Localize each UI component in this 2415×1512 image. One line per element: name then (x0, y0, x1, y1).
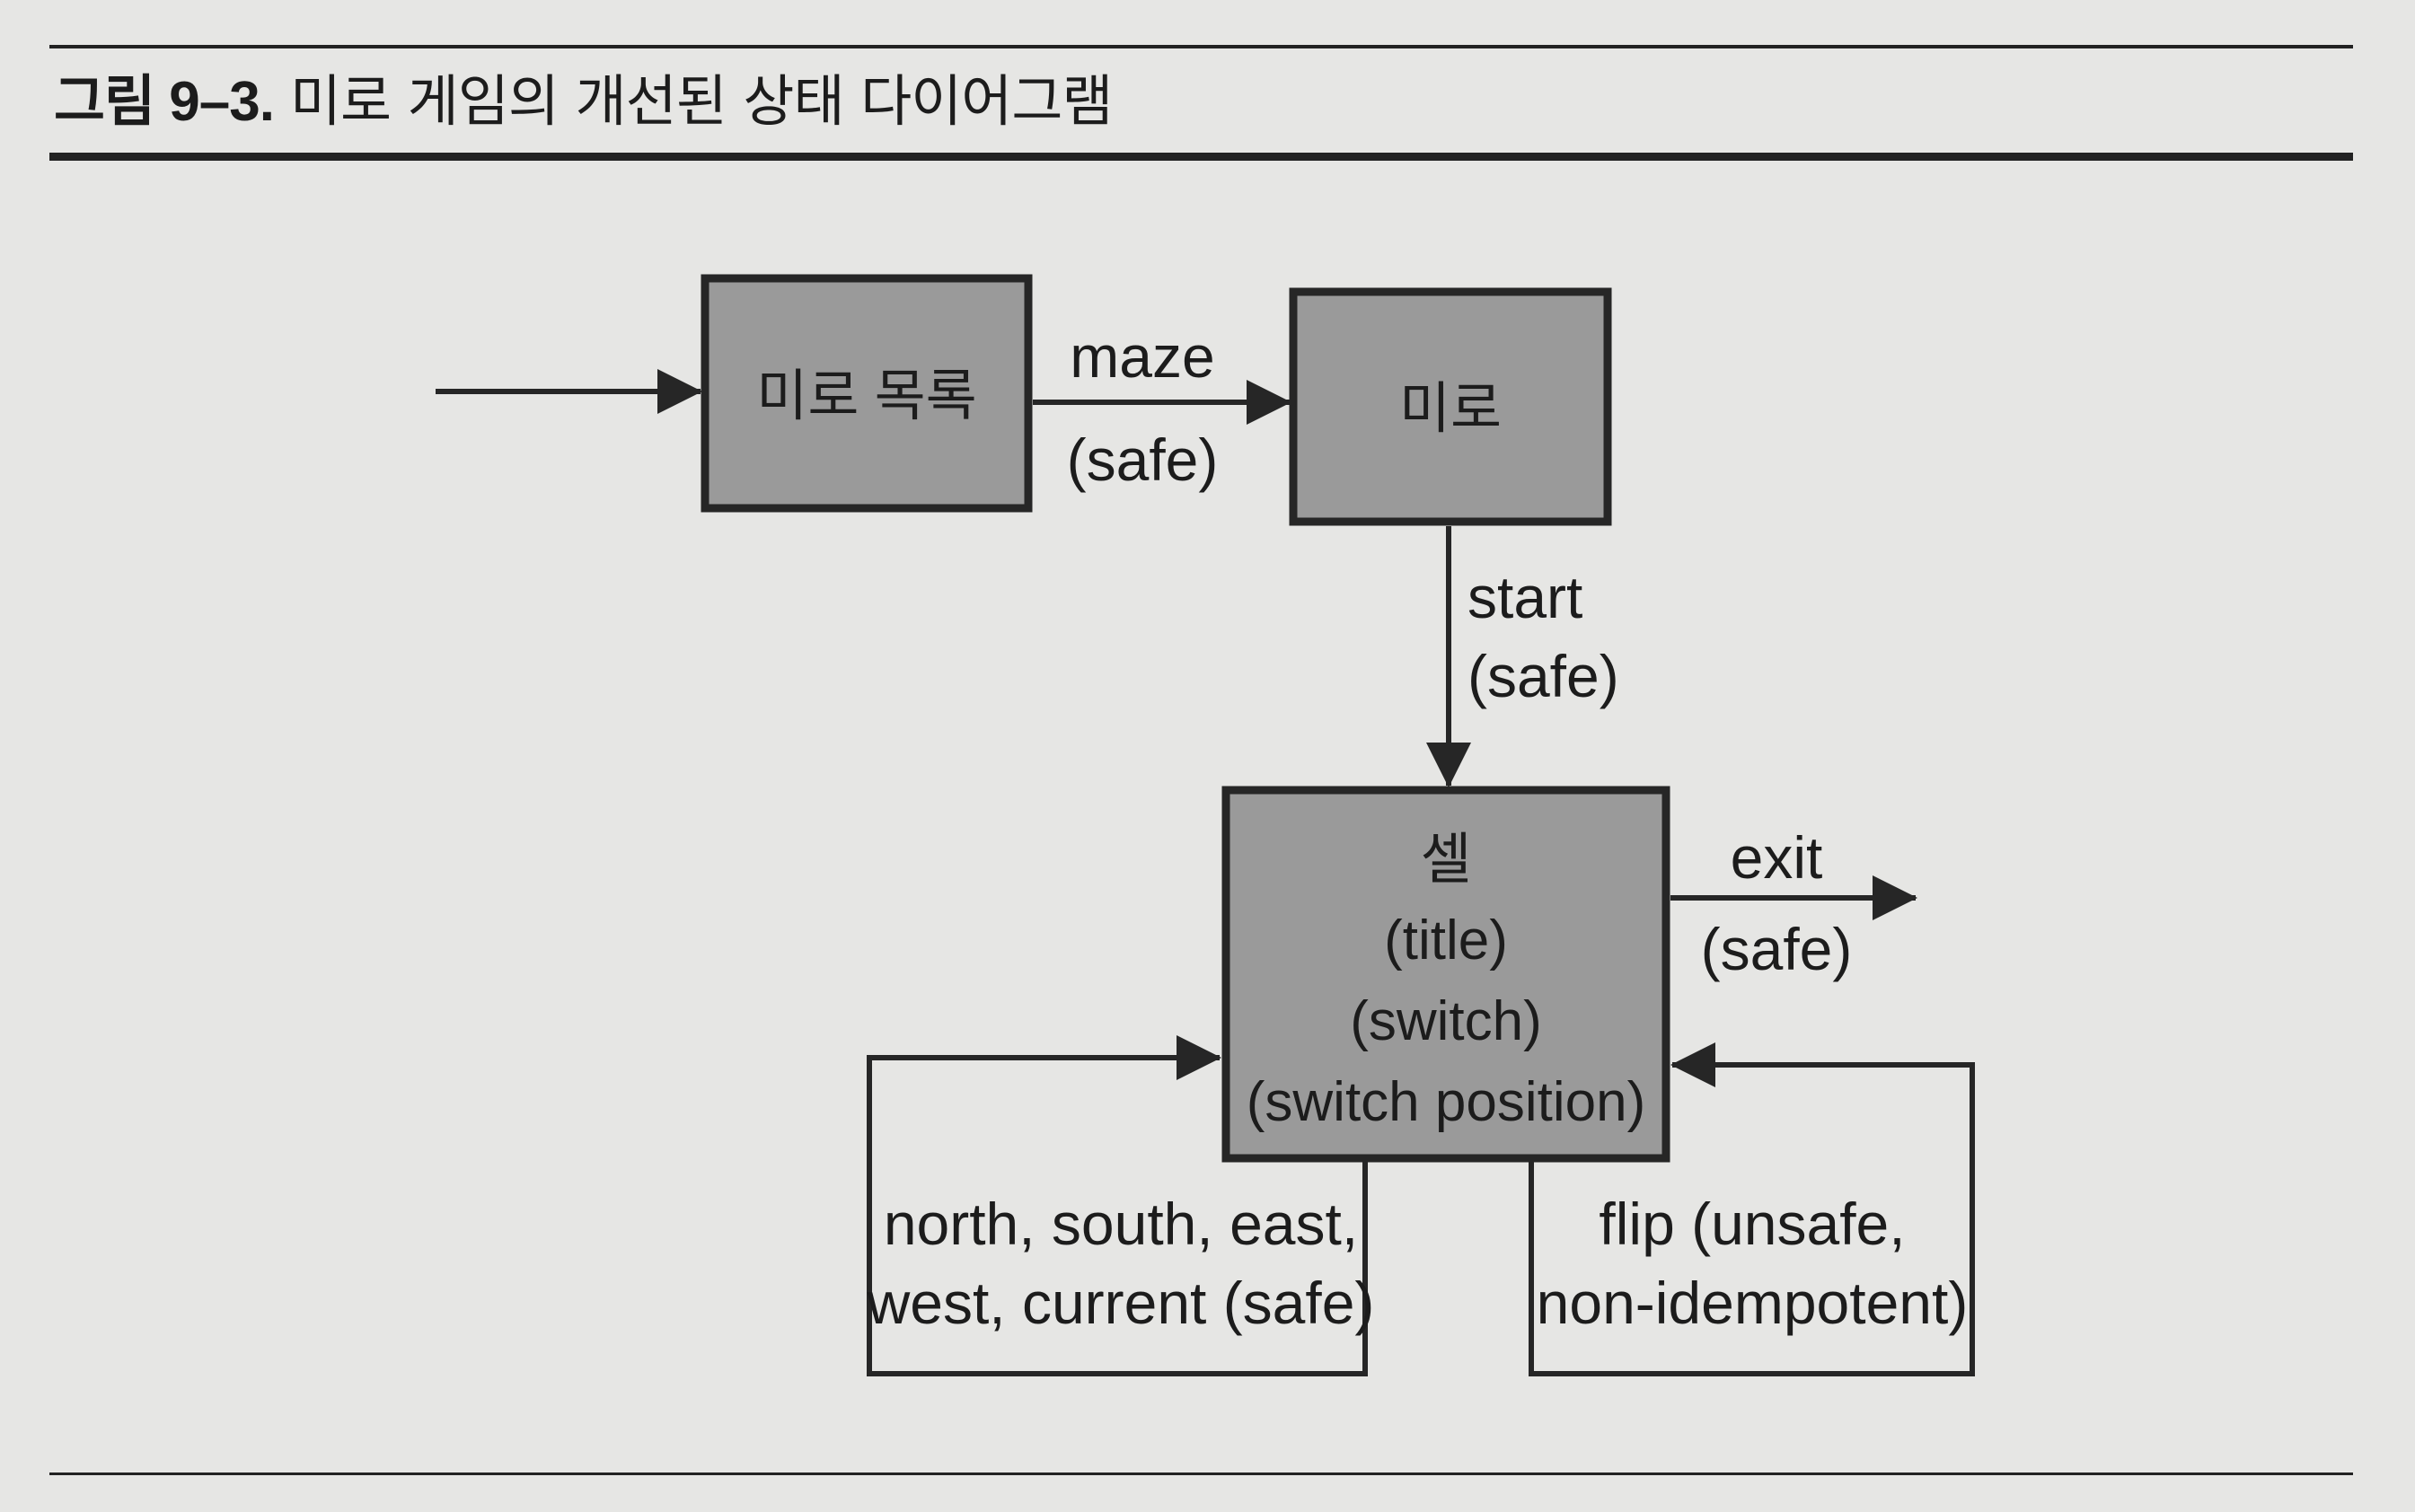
state-label-maze-list: 미로 목록 (756, 365, 976, 427)
maze-transition-safety: (safe) (1067, 426, 1219, 493)
flip-loop (1529, 1042, 1975, 1376)
moves-transition-line2: west, current (safe) (867, 1270, 1375, 1336)
flip-transition-line2: non-idempotent) (1537, 1270, 1969, 1336)
figure-caption: 그림 9–3.미로 게임의 개선된 상태 다이어그램 (54, 56, 1113, 136)
top-rule (49, 45, 2353, 48)
caption-rule (49, 153, 2353, 161)
state-box-maze (1289, 287, 1612, 526)
exit-transition-name: exit (1731, 824, 1823, 891)
state-box-maze-list (701, 274, 1033, 513)
maze-transition-name: maze (1070, 323, 1214, 390)
start-transition-safety: (safe) (1468, 643, 1619, 709)
moves-loop (867, 1035, 1368, 1376)
start-transition-name: start (1468, 564, 1582, 630)
state-box-cell (1221, 786, 1670, 1163)
flip-transition-line1: flip (unsafe, (1599, 1191, 1905, 1257)
state-label-maze: 미로 (1399, 378, 1502, 440)
state-label-cell: 셀 (1420, 829, 1471, 891)
cell-prop-switch-position: (switch position) (1247, 1071, 1645, 1133)
cell-prop-title: (title) (1384, 910, 1508, 971)
figure-title: 미로 게임의 개선된 상태 다이어그램 (289, 68, 1113, 134)
figure-number: 그림 9–3. (54, 71, 275, 133)
bottom-rule (49, 1472, 2353, 1475)
moves-transition-line1: north, south, east, (884, 1191, 1358, 1257)
exit-transition-safety: (safe) (1701, 916, 1853, 982)
cell-prop-switch: (switch) (1350, 990, 1542, 1052)
